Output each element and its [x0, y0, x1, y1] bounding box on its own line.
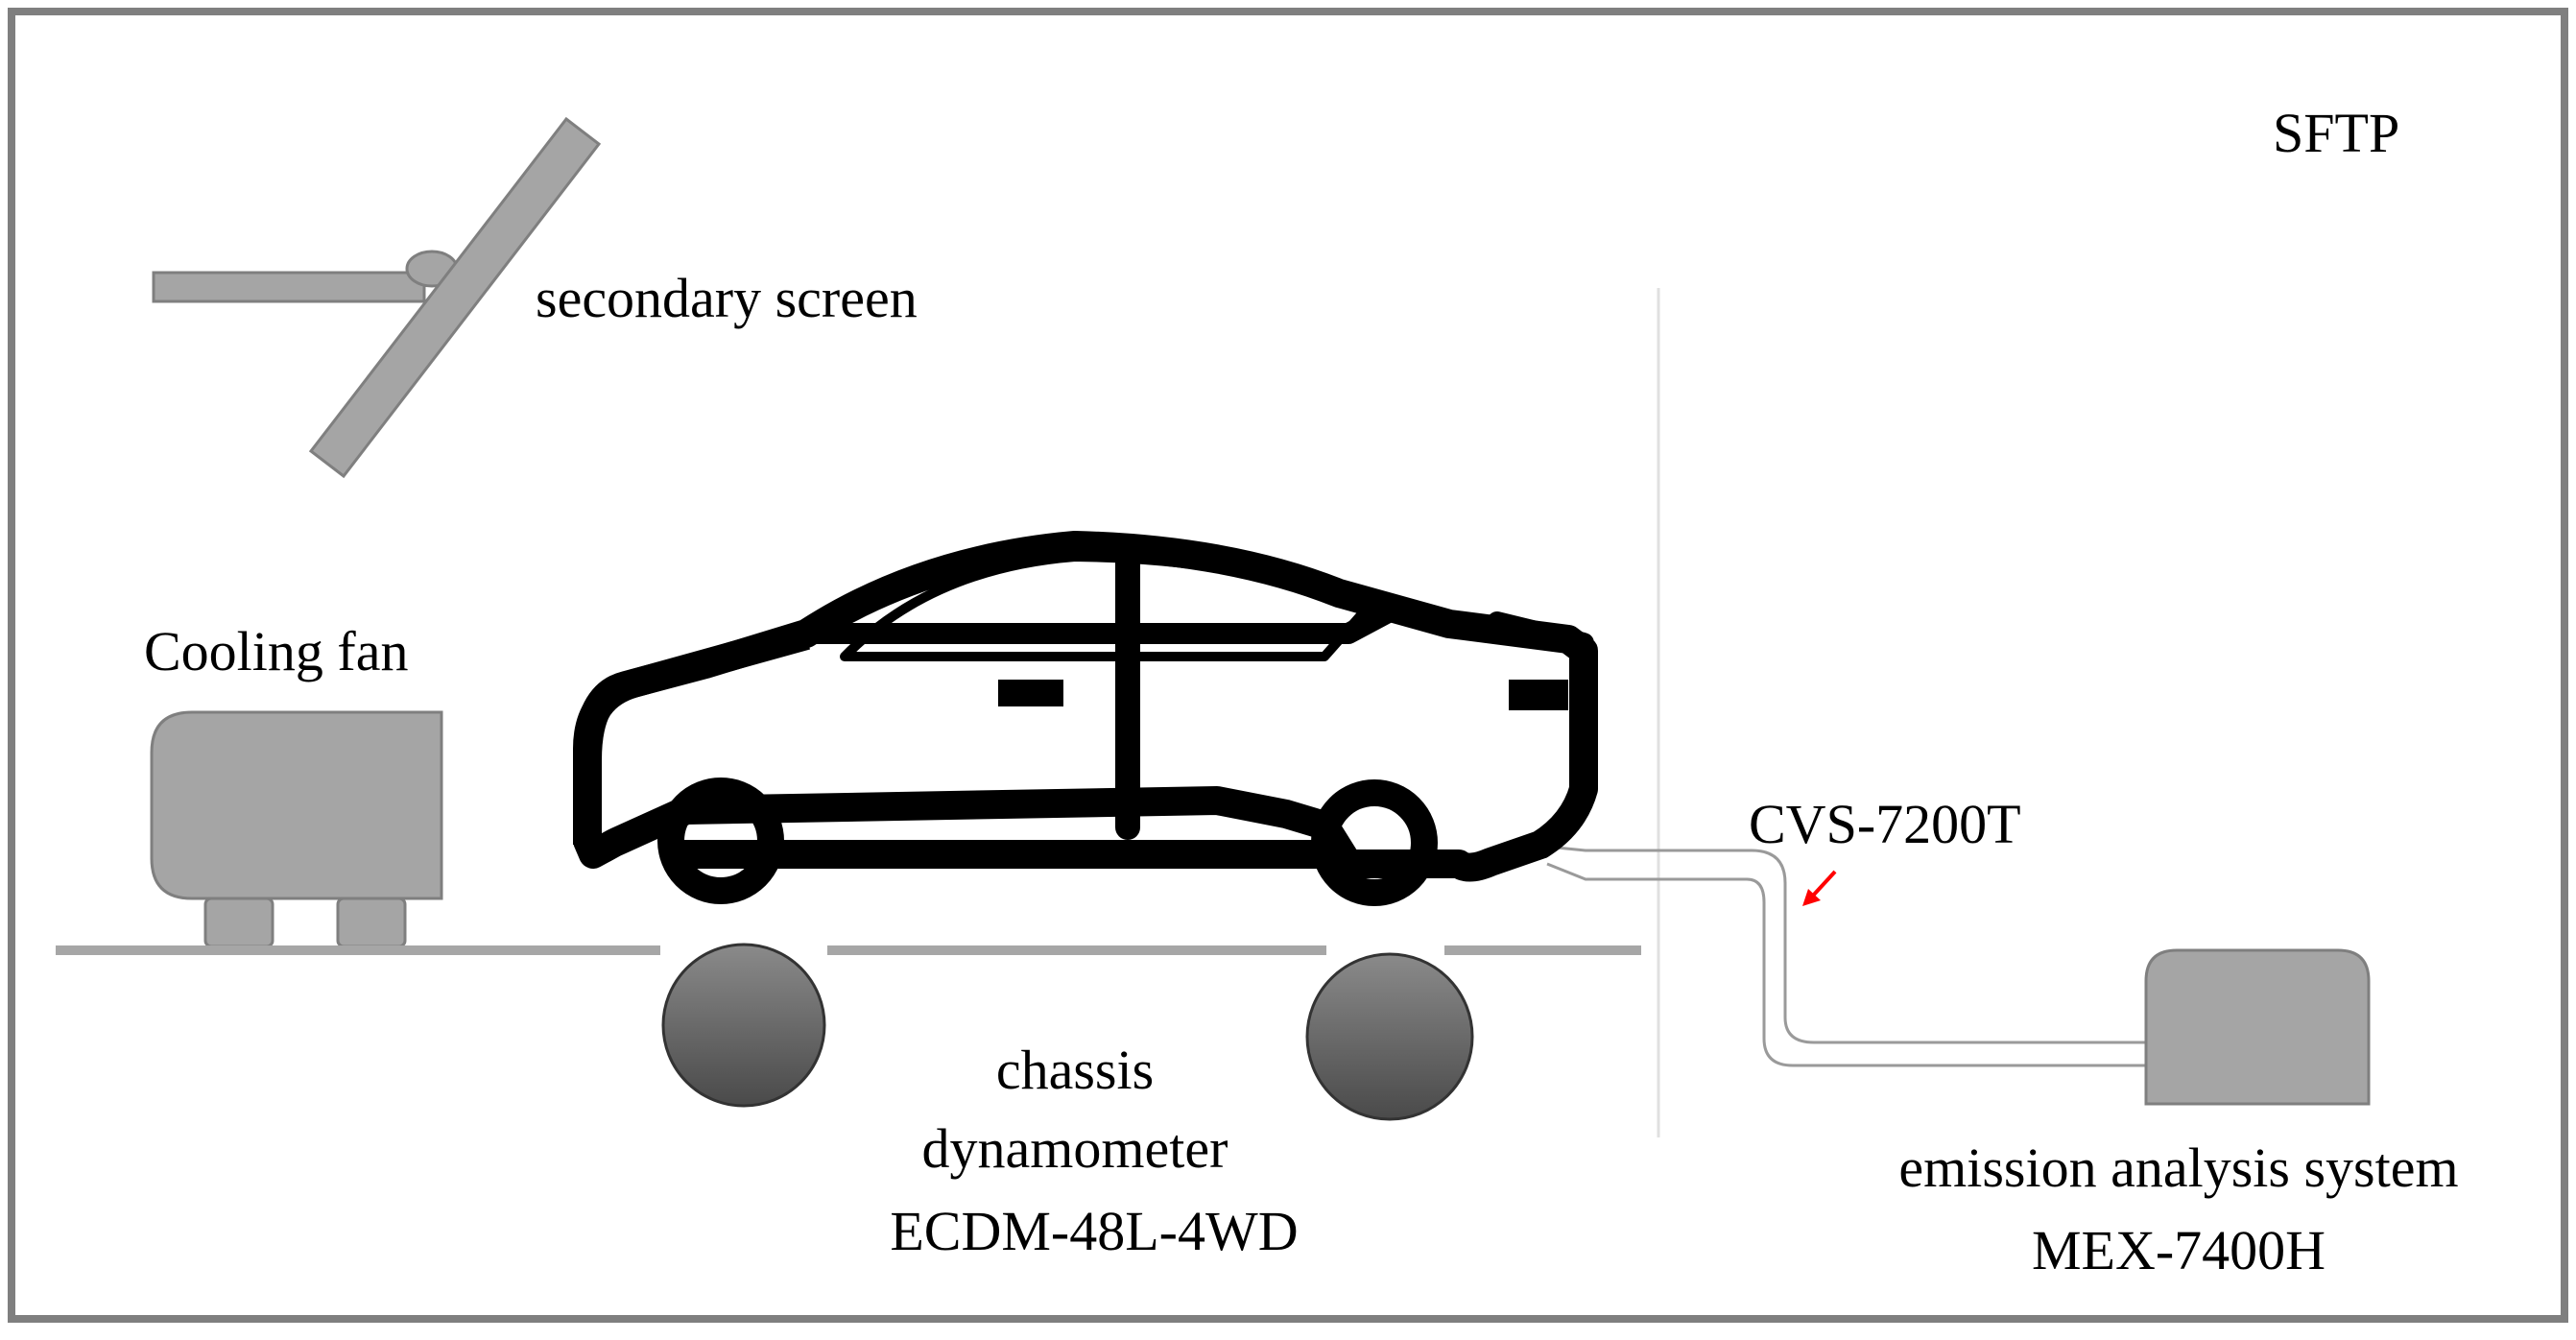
car-icon — [573, 531, 1598, 906]
emission-analyzer-icon — [2144, 948, 2371, 1106]
emission-system-label-line2: MEX-7400H — [2032, 1219, 2326, 1281]
cooling-fan-icon — [150, 710, 443, 948]
floor-line — [56, 945, 1641, 955]
secondary-screen-icon — [152, 116, 602, 479]
arrow-icon — [1802, 870, 1837, 906]
car-body-outline — [573, 621, 1334, 869]
exhaust-pipe — [1546, 845, 2146, 1067]
chassis-label-line1: chassis — [996, 1039, 1154, 1101]
chassis-label-line2: dynamometer — [922, 1117, 1228, 1180]
chassis-label-line3: ECDM-48L-4WD — [890, 1200, 1298, 1262]
sftp-label: SFTP — [2273, 102, 2399, 164]
frame-border — [8, 8, 2568, 1323]
dynamometer-roller-icon — [661, 943, 1474, 1121]
cvs-label: CVS-7200T — [1749, 793, 2021, 855]
emission-system-label-line1: emission analysis system — [1898, 1137, 2458, 1199]
secondary-screen-label: secondary screen — [536, 267, 918, 329]
cooling-fan-label: Cooling fan — [144, 620, 408, 682]
